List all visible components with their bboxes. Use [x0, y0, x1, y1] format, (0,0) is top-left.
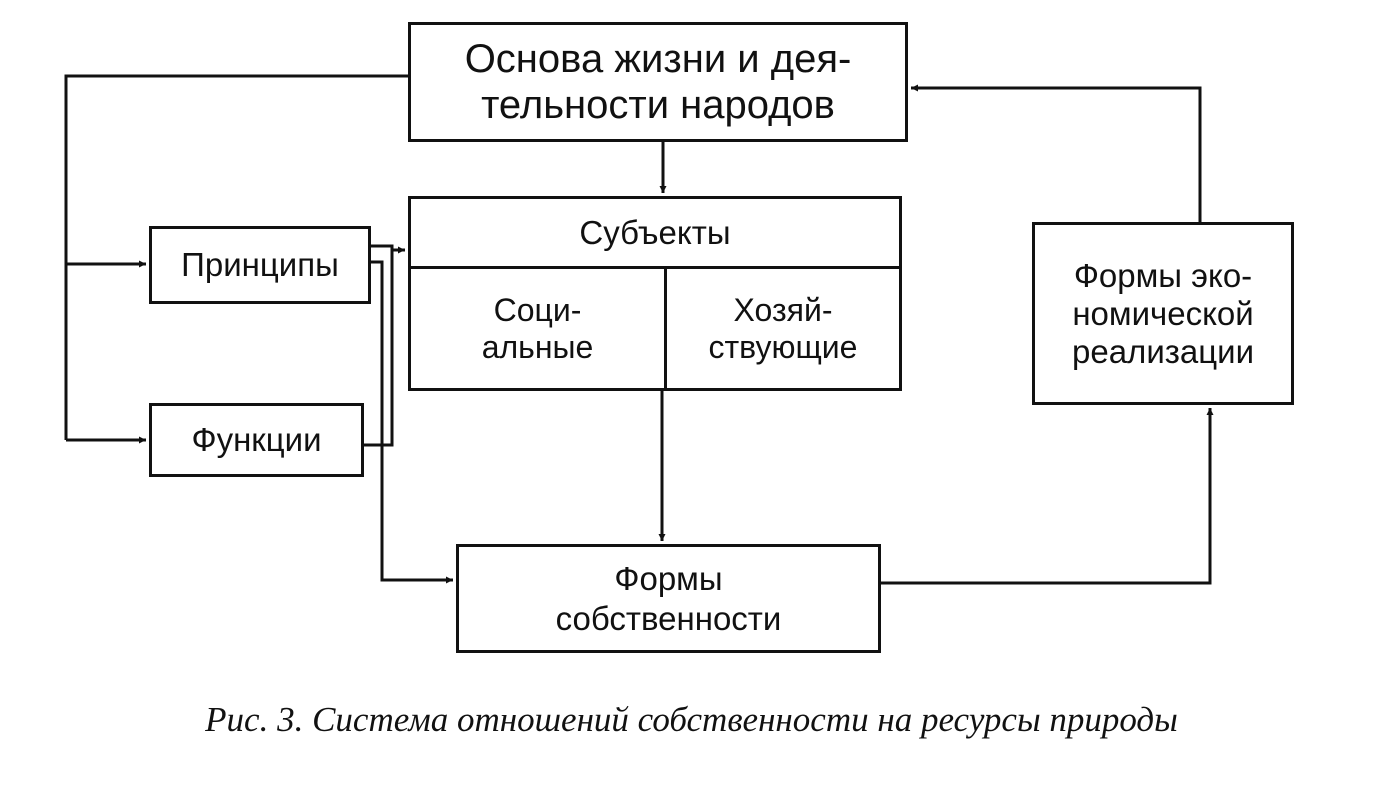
edge-econ-to-osnova	[911, 84, 1202, 222]
node-osnova-line-1: Основа жизни и дея-	[464, 37, 852, 81]
edge-osnova-to-left-bus	[64, 74, 408, 440]
edge-functions-to-subjects	[364, 250, 394, 447]
node-functions-label: Функции	[191, 421, 322, 458]
node-principles: Принципы	[149, 226, 371, 304]
node-subjects-title: Субъекты	[411, 199, 899, 269]
node-subjects-economic-line-2: ствующие	[708, 328, 858, 365]
node-economic-realization-line-3: реализации	[1072, 332, 1254, 370]
node-subjects: Субъекты Соци- альные Хозяй- ствующие	[408, 196, 902, 391]
node-subjects-social-line-1: Соци-	[493, 291, 582, 328]
node-property-forms: Формы собственности	[456, 544, 881, 653]
node-principles-label: Принципы	[181, 246, 339, 283]
node-osnova: Основа жизни и дея- тельности народов	[408, 22, 908, 142]
node-property-forms-line-1: Формы	[614, 559, 723, 597]
node-economic-realization-line-1: Формы эко-	[1073, 256, 1253, 294]
node-economic-realization-line-2: номической	[1072, 294, 1254, 332]
node-property-forms-line-2: собственности	[555, 599, 782, 637]
figure-caption: Рис. 3. Система отношений собственности …	[205, 700, 1178, 739]
node-osnova-line-2: тельности народов	[481, 83, 835, 127]
node-economic-realization: Формы эко- номической реализации	[1032, 222, 1294, 405]
edge-property-to-econ	[881, 408, 1214, 585]
node-subjects-economic-line-1: Хозяй-	[733, 291, 833, 328]
node-functions: Функции	[149, 403, 364, 477]
edge-principles-to-subjects	[371, 244, 405, 254]
node-subjects-social-line-2: альные	[481, 328, 594, 365]
node-subjects-divider	[664, 266, 667, 388]
node-subjects-social: Соци- альные	[411, 269, 664, 388]
edge-left-to-property	[371, 260, 453, 584]
node-subjects-economic: Хозяй- ствующие	[667, 269, 899, 388]
